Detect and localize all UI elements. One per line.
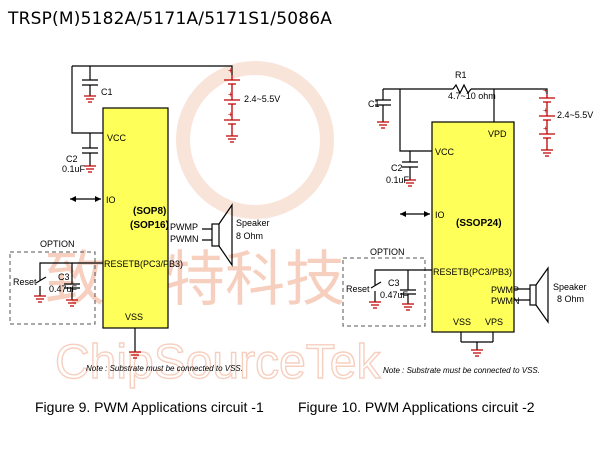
svg-text:+: + — [543, 86, 548, 95]
pin-pwmp-10: PWMP — [491, 285, 519, 295]
reset-label: Reset — [13, 277, 37, 287]
c2-value: 0.1uF — [62, 164, 86, 174]
figure-10-circuit: R1 4.7~10 ohm C1 + + + 2.4~5.5V C2 0.1uF… — [342, 70, 593, 375]
svg-text:+: + — [228, 66, 233, 75]
pin-vcc-10: VCC — [435, 147, 455, 157]
option-box-10 — [342, 257, 426, 327]
c3-label: C3 — [58, 272, 70, 282]
speaker-label-10: Speaker — [553, 282, 587, 292]
note-9: Note : Substrate must be connected to VS… — [86, 364, 243, 373]
pin-vcc: VCC — [107, 133, 127, 143]
pin-vps: VPS — [485, 317, 503, 327]
watermark-en: ChipSourceTek — [55, 336, 382, 389]
svg-text:+: + — [543, 106, 548, 115]
pin-resetb-10: RESETB(PC3/PB3) — [433, 267, 512, 277]
battery-label: 2.4~5.5V — [244, 94, 280, 104]
chip-9 — [102, 107, 169, 329]
speaker-ohm-10: 8 Ohm — [557, 294, 584, 304]
package-sop16: (SOP16) — [130, 220, 169, 231]
c1-label-10: C1 — [368, 99, 380, 109]
r1-value: 4.7~10 ohm — [448, 91, 496, 101]
c3-value-10: 0.47uF — [380, 290, 409, 300]
pin-pwmp: PWMP — [170, 222, 198, 232]
figure-10-caption: Figure 10. PWM Applications circuit -2 — [298, 399, 535, 415]
speaker-ohm: 8 Ohm — [236, 231, 263, 241]
option-label: OPTION — [40, 239, 75, 249]
page-title: TRSP(M)5182A/5171A/5171S1/5086A — [8, 9, 333, 29]
c2-value-10: 0.1uF — [386, 175, 410, 185]
pin-pwmn: PWMN — [170, 234, 199, 244]
figure-9-circuit: C1 + + + 2.4~5.5V C2 0.1uF VCC IO (SOP8)… — [9, 65, 280, 373]
pin-resetb: RESETB(PC3/PB3) — [104, 259, 183, 269]
pin-vss-10: VSS — [453, 317, 471, 327]
pin-vpd: VPD — [488, 129, 507, 139]
note-10: Note : Substrate must be connected to VS… — [383, 366, 540, 375]
figure-9-caption: Figure 9. PWM Applications circuit -1 — [35, 399, 264, 415]
c3-label-10: C3 — [388, 278, 400, 288]
option-box-9 — [9, 251, 96, 325]
svg-text:+: + — [543, 124, 548, 133]
speaker-10 — [514, 266, 549, 324]
battery-label-10: 2.4~5.5V — [557, 110, 593, 120]
pin-io: IO — [106, 195, 116, 205]
pin-vss: VSS — [125, 312, 143, 322]
option-label-10: OPTION — [370, 247, 405, 257]
pin-pwmn-10: PWMN — [491, 296, 520, 306]
c3-value: 0.47uF — [49, 284, 78, 294]
speaker-9 — [202, 203, 233, 267]
c2-label-10: C2 — [391, 163, 403, 173]
chip-10 — [431, 121, 515, 333]
svg-text:+: + — [228, 110, 233, 119]
battery-10: + + + — [539, 86, 555, 157]
watermark-logo — [176, 61, 334, 219]
c1-label: C1 — [101, 87, 113, 97]
r1-label: R1 — [455, 70, 467, 80]
pin-io-10: IO — [435, 210, 445, 220]
battery-9: + + + — [224, 66, 240, 143]
speaker-label: Speaker — [236, 218, 270, 228]
package-sop8: (SOP8) — [133, 206, 166, 217]
svg-text:+: + — [228, 90, 233, 99]
watermark-cn: 致源特科技 — [45, 245, 345, 315]
reset-label-10: Reset — [346, 284, 370, 294]
package-ssop24: (SSOP24) — [456, 218, 502, 229]
c2-label: C2 — [66, 154, 78, 164]
watermark: 致源特科技 ChipSourceTek — [45, 61, 382, 390]
